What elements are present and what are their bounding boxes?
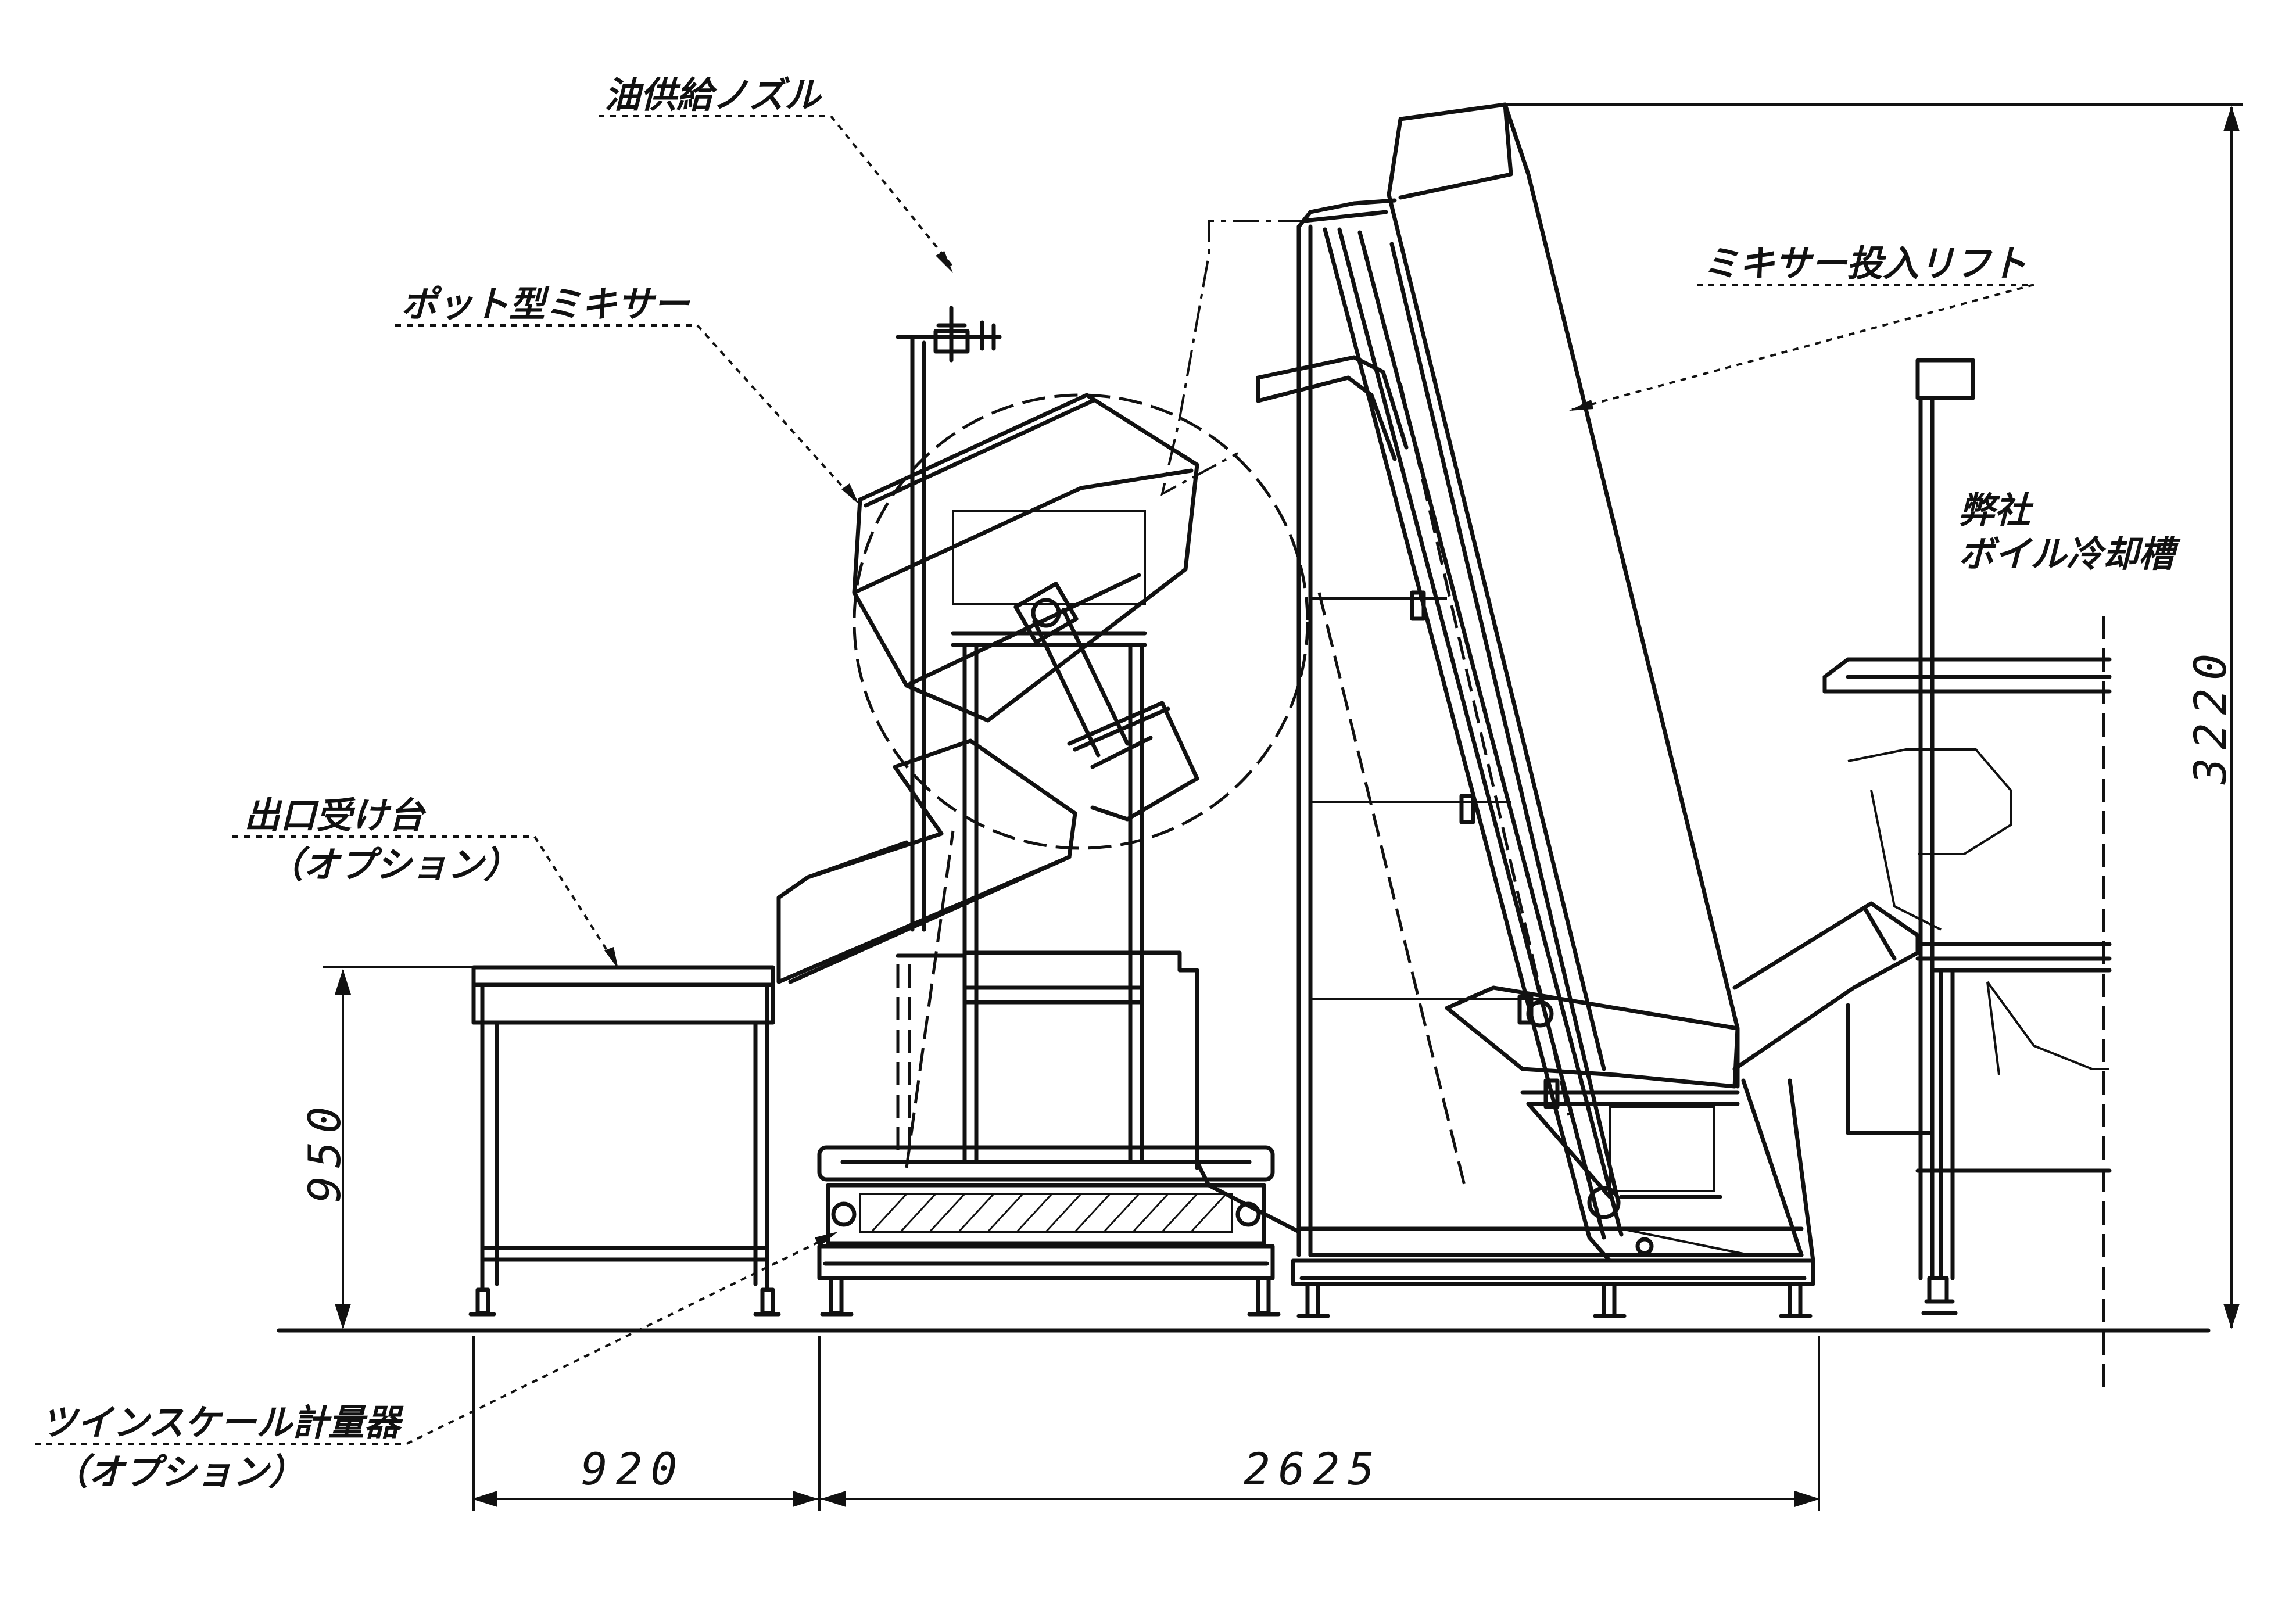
mixer-lift-label: ミキサー投入リフト — [1703, 242, 2027, 285]
twin-scale — [817, 1145, 1281, 1317]
dimension-3220: 3220 — [2184, 645, 2236, 785]
pot-mixer-label: ポット型ミキサー — [401, 283, 690, 325]
oil-nozzle-stand — [896, 306, 1002, 932]
twin-scale-label: ツインスケール計量器 — [41, 1401, 404, 1444]
boil-cooling-tank-label: ボイル冷却槽 — [1958, 533, 2181, 575]
outlet-table-label: 出口受け台 — [244, 794, 427, 837]
pot-mixer-drum — [852, 393, 1309, 1168]
leader-lines — [35, 115, 2034, 1445]
scale-hatch — [871, 1193, 1227, 1233]
mixer-frame — [896, 510, 1199, 1170]
outlet-table — [468, 965, 781, 1317]
twin-scale-option-label: （オプション） — [52, 1451, 305, 1493]
dimension-950: 950 — [299, 1099, 350, 1203]
mixer-drive — [1013, 582, 1199, 822]
dimension-920: 920 — [581, 1443, 685, 1495]
lift-mixer-body — [1387, 102, 1920, 1199]
boil-cooling-tank — [1822, 358, 2112, 1394]
company-label: 弊社 — [1958, 489, 2034, 532]
dimension-2625: 2625 — [1244, 1443, 1382, 1495]
oil-nozzle-label: 油供給ノズル — [604, 74, 822, 116]
outlet-table-option-label: （オプション） — [267, 844, 520, 886]
dimension-lines — [323, 103, 2243, 1511]
discharge-chute — [776, 738, 1077, 984]
